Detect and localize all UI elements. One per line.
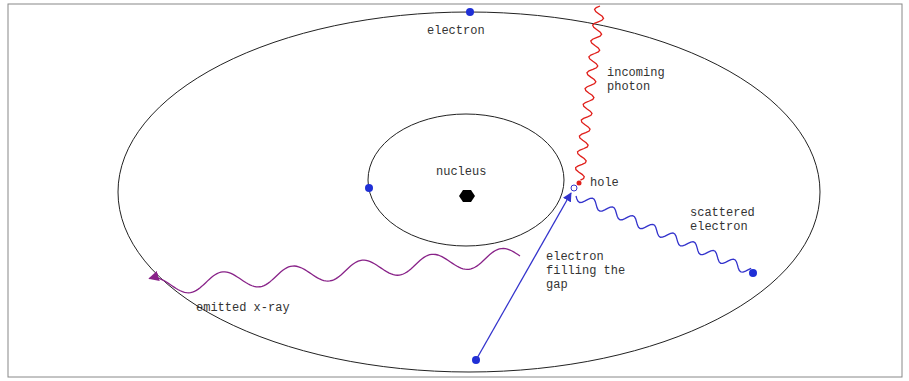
frame (8, 4, 902, 377)
emitted-xray-wave (149, 248, 520, 292)
scattered-electron-label: scattered electron (690, 206, 766, 234)
outer-shell (118, 12, 820, 372)
photon-end (577, 181, 582, 186)
incoming-photon-wave (576, 6, 604, 180)
electron-label: electron (427, 24, 485, 38)
filling-label: electron filling the gap (546, 250, 630, 292)
inner-shell (368, 114, 564, 246)
scattered-electron-dot (749, 269, 757, 277)
hole-label: hole (590, 176, 619, 190)
xray-label: emitted x-ray (196, 301, 290, 315)
hole-marker (571, 185, 577, 191)
nucleus-blob (459, 190, 475, 202)
electron-dot (466, 8, 474, 16)
nucleus-label: nucleus (436, 165, 486, 179)
photon-label: incoming photon (607, 66, 669, 94)
electron-dot (365, 184, 373, 192)
wave-group (149, 6, 751, 293)
